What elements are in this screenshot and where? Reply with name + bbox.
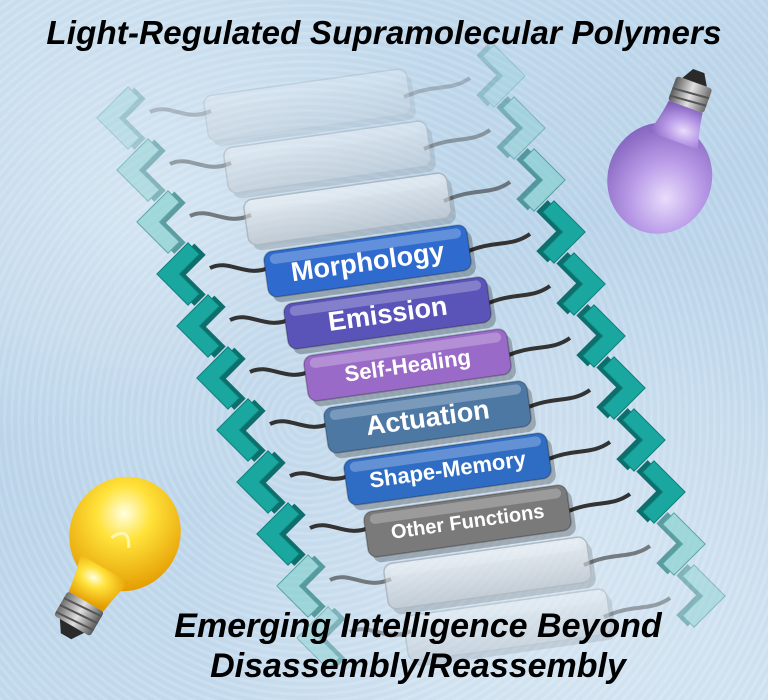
right-chevron <box>656 512 706 576</box>
right-linker <box>423 128 492 151</box>
ghost-bar <box>403 588 616 667</box>
right-chevron <box>516 148 566 212</box>
left-linker <box>249 367 312 377</box>
left-linker <box>229 315 292 325</box>
right-chevron <box>476 44 526 108</box>
left-chevron <box>136 190 186 254</box>
left-chevron <box>236 450 286 514</box>
left-chevron <box>116 138 166 202</box>
left-chevron <box>156 242 206 306</box>
right-chevron <box>496 96 546 160</box>
right-chevron <box>536 200 586 264</box>
right-linker <box>483 284 552 307</box>
function-bar: Self-Healing <box>303 328 516 407</box>
ghost-bar <box>243 172 456 251</box>
left-linker <box>269 419 332 429</box>
left-linker <box>289 471 352 481</box>
right-chevron <box>616 408 666 472</box>
left-linker <box>309 523 372 533</box>
left-linker <box>209 263 272 273</box>
subtitle-line-1: Emerging Intelligence Beyond <box>174 607 662 645</box>
lit-lightbulb-icon <box>54 476 181 640</box>
left-linker <box>349 627 412 637</box>
left-chevron <box>216 398 266 462</box>
function-bar: Emission <box>283 276 496 355</box>
left-chevron <box>196 346 246 410</box>
function-bar: Shape-Memory <box>343 432 556 511</box>
left-linker <box>149 107 212 117</box>
right-chevron <box>576 304 626 368</box>
right-linker <box>403 76 472 99</box>
function-bar: Other Functions <box>363 484 576 563</box>
right-chevron <box>556 252 606 316</box>
right-chevron <box>676 564 726 628</box>
right-linker <box>603 596 672 619</box>
left-chevron <box>256 502 306 566</box>
right-chevron-column <box>476 44 726 628</box>
unlit-lightbulb-icon <box>607 69 713 234</box>
right-linker <box>443 180 512 203</box>
function-bars: MorphologyEmissionSelf-HealingActuationS… <box>203 68 616 667</box>
right-linker <box>503 336 572 359</box>
left-linker <box>189 211 252 221</box>
left-chevron <box>176 294 226 358</box>
right-linker <box>583 544 652 567</box>
function-bar: Morphology <box>263 224 476 303</box>
right-chevron <box>596 356 646 420</box>
left-linker <box>329 575 392 585</box>
subtitle-line-2: Disassembly/Reassembly <box>210 647 626 685</box>
left-linker <box>169 159 232 169</box>
ghost-bar <box>203 68 416 147</box>
right-chevron <box>636 460 686 524</box>
ghost-bar <box>223 120 436 199</box>
right-linker <box>543 440 612 463</box>
function-bar: Actuation <box>323 380 536 459</box>
right-linker <box>463 232 532 255</box>
linker-chains <box>149 76 672 637</box>
left-chevron <box>96 86 146 150</box>
page-title: Light-Regulated Supramolecular Polymers <box>46 14 722 51</box>
ghost-bar <box>383 536 596 615</box>
right-linker <box>563 492 632 515</box>
left-chevron <box>276 554 326 618</box>
left-chevron <box>296 606 346 670</box>
right-linker <box>523 388 592 411</box>
left-chevron-column <box>96 86 346 670</box>
